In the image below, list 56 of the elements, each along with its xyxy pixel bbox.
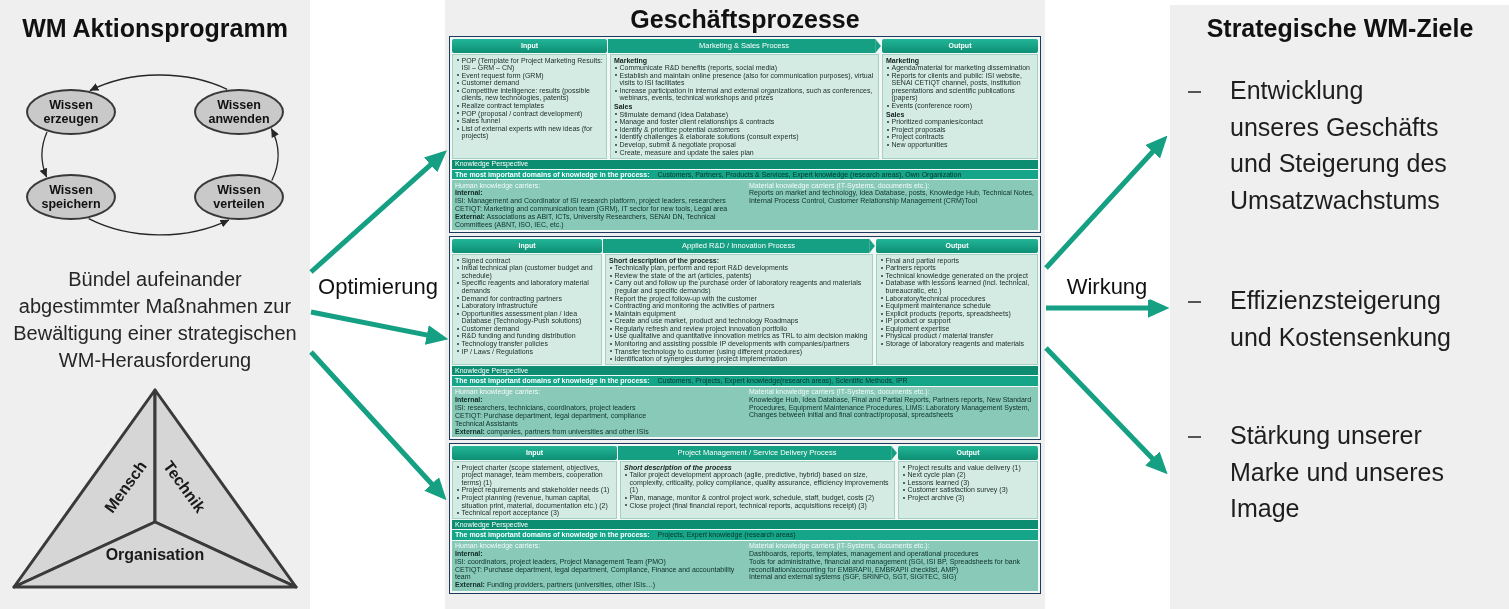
triangle-segment bbox=[12, 520, 298, 589]
arrow bbox=[310, 309, 449, 345]
step-label: Wissen speichern bbox=[40, 183, 102, 211]
process-card bbox=[449, 236, 1041, 441]
process-chevron-arrow bbox=[608, 39, 881, 53]
domains-band bbox=[452, 376, 1038, 386]
process-card bbox=[449, 443, 1041, 594]
perspective-band bbox=[452, 366, 1038, 376]
content-column bbox=[452, 254, 602, 366]
content-column bbox=[452, 54, 607, 159]
step-label: Wissen anwenden bbox=[207, 98, 271, 126]
perspective-band bbox=[452, 520, 1038, 530]
header-tab bbox=[452, 239, 602, 254]
cycle-arrow bbox=[88, 218, 230, 236]
panel-title: Geschäftsprozesse bbox=[630, 5, 860, 33]
carriers-panel bbox=[452, 180, 1038, 231]
domains-band bbox=[452, 169, 1038, 180]
perspective-band bbox=[452, 159, 1038, 169]
content-column bbox=[452, 461, 617, 520]
cycle-arrow bbox=[89, 74, 228, 92]
header-tab bbox=[452, 39, 607, 53]
process-chevron-arrow bbox=[618, 446, 897, 461]
step-label: Wissen erzeugen bbox=[42, 98, 100, 126]
process-card bbox=[449, 36, 1041, 234]
goal-text: Stärkung unserer Marke und unseres Image bbox=[1230, 420, 1445, 524]
arrow bbox=[1046, 298, 1170, 318]
step-label: Wissen verteilen bbox=[212, 183, 266, 211]
cycle-arrow bbox=[270, 127, 279, 182]
carriers-panel bbox=[452, 386, 1038, 438]
cycle-arrow bbox=[40, 131, 48, 178]
header-tab bbox=[876, 239, 1038, 254]
goal-text: Entwicklung unseres Geschäfts und Steigerung des Umsatzwachstums bbox=[1230, 75, 1448, 216]
segment-label: Organisation bbox=[105, 546, 205, 564]
header-tab bbox=[882, 39, 1038, 53]
process-chevron-arrow bbox=[603, 239, 875, 253]
goal-text: Effizienzsteigerung und Kostensenkung bbox=[1230, 285, 1452, 353]
header-tab bbox=[452, 446, 617, 461]
content-column bbox=[882, 54, 1038, 159]
content-column bbox=[610, 54, 879, 159]
content-column bbox=[898, 461, 1038, 520]
content-column bbox=[605, 254, 873, 366]
domains-band bbox=[452, 530, 1038, 540]
content-column bbox=[620, 461, 895, 520]
arrow bbox=[1044, 135, 1168, 270]
section-panel bbox=[0, 0, 310, 609]
panel-title: Strategische WM-Ziele bbox=[1206, 14, 1474, 42]
content-column bbox=[876, 254, 1038, 366]
arrow bbox=[309, 150, 447, 274]
description-text: Bündel aufeinander abgestimmter Maßnahmen zur Bewältigung einer strategischen WM-Herausforderung bbox=[12, 267, 298, 373]
panel-title: WM Aktionsprogramm bbox=[22, 14, 288, 42]
arrow bbox=[309, 350, 447, 501]
arrow bbox=[1044, 346, 1168, 475]
section-panel bbox=[1170, 5, 1509, 609]
header-tab bbox=[898, 446, 1038, 461]
carriers-panel bbox=[452, 540, 1038, 591]
section-panel bbox=[445, 0, 1045, 609]
